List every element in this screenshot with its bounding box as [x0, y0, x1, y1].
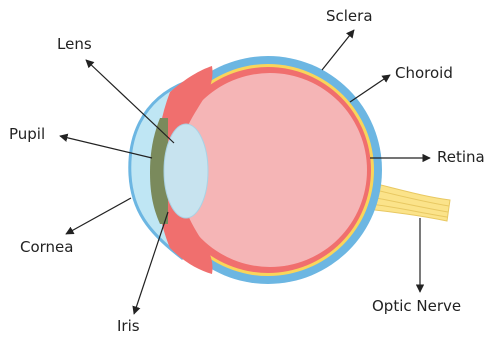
lens-shape — [164, 124, 208, 218]
iris-label: Iris — [117, 319, 140, 334]
cornea-label: Cornea — [20, 240, 73, 255]
cornea-arrow — [66, 198, 131, 234]
pupil-label: Pupil — [9, 127, 45, 142]
optic-nerve-label: Optic Nerve — [372, 299, 461, 314]
retina-label: Retina — [437, 150, 485, 165]
lens-label: Lens — [57, 37, 92, 52]
choroid-label: Choroid — [395, 66, 453, 81]
sclera-label: Sclera — [326, 9, 373, 24]
choroid-arrow — [350, 75, 390, 102]
sclera-arrow — [322, 30, 354, 70]
